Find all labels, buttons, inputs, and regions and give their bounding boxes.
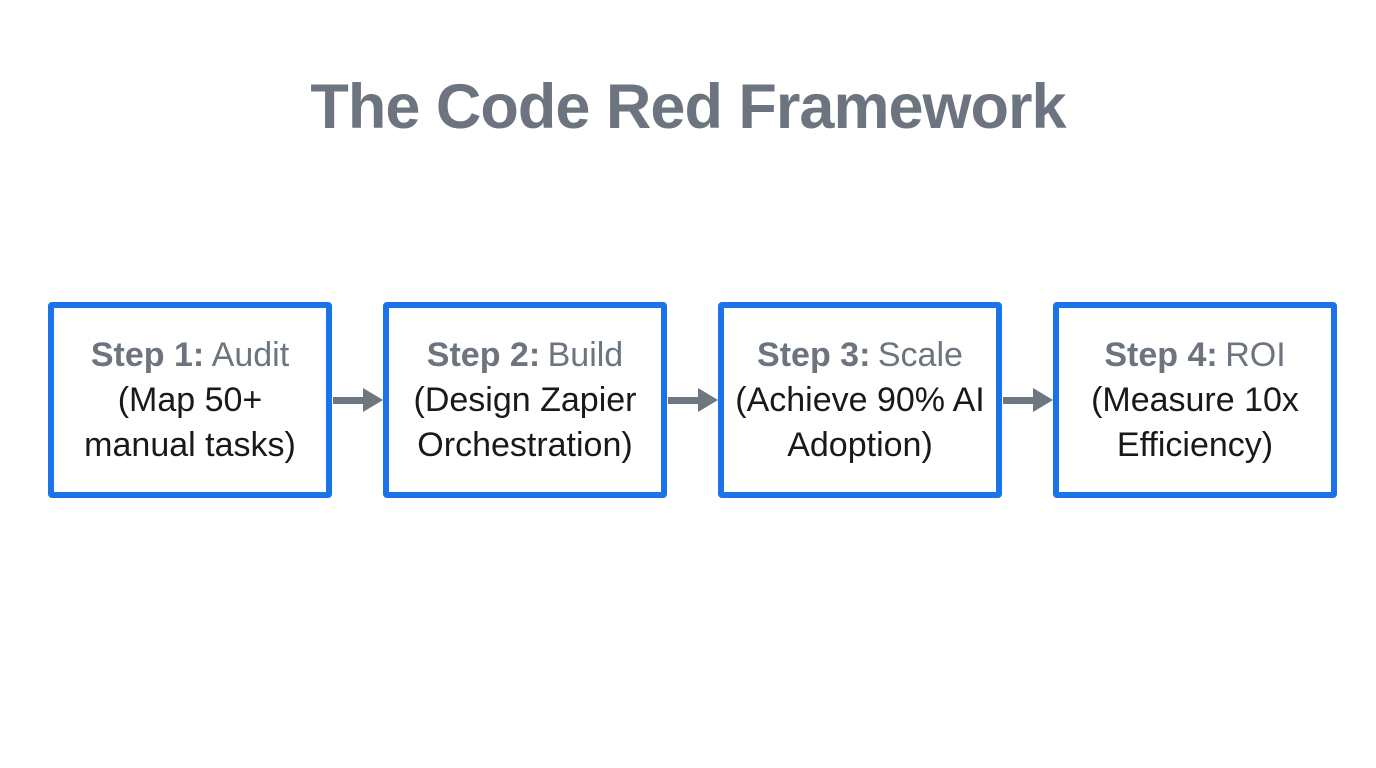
arrow-shaft [332, 396, 366, 404]
step-label: Step 3: [757, 335, 871, 374]
arrow-head [697, 388, 718, 412]
step-detail: (Achieve 90% AI Adoption) [735, 380, 985, 464]
arrow-head [362, 388, 383, 412]
arrow-right-icon [332, 388, 383, 412]
step-box-3: Step 3:Scale (Achieve 90% AI Adoption) [718, 302, 1002, 498]
step-heading: Step 1:Audit [91, 333, 289, 378]
arrow-shaft [1002, 396, 1036, 404]
step-name: ROI [1225, 335, 1286, 374]
step-detail: (Measure 10x Efficiency) [1091, 380, 1299, 464]
step-box-4: Step 4:ROI (Measure 10x Efficiency) [1053, 302, 1337, 498]
step-heading: Step 4:ROI [1104, 333, 1285, 378]
page-title: The Code Red Framework [310, 72, 1066, 142]
step-detail: (Design Zapier Orchestration) [413, 380, 637, 464]
framework-flow-diagram: Step 1:Audit (Map 50+ manual tasks) Step… [48, 302, 1337, 498]
step-label: Step 1: [90, 335, 205, 374]
arrow-right-icon [667, 388, 718, 412]
arrow-shaft [667, 396, 701, 404]
step-box-2: Step 2:Build (Design Zapier Orchestratio… [383, 302, 667, 498]
step-name: Build [547, 335, 624, 374]
step-name: Audit [211, 335, 290, 374]
step-box-1: Step 1:Audit (Map 50+ manual tasks) [48, 302, 332, 498]
step-heading: Step 2:Build [427, 333, 623, 378]
step-detail: (Map 50+ manual tasks) [84, 380, 296, 464]
step-name: Scale [877, 335, 963, 374]
step-label: Step 2: [426, 335, 541, 374]
arrow-right-icon [1002, 388, 1053, 412]
arrow-head [1032, 388, 1053, 412]
step-label: Step 4: [1104, 335, 1218, 374]
step-heading: Step 3:Scale [757, 333, 963, 378]
